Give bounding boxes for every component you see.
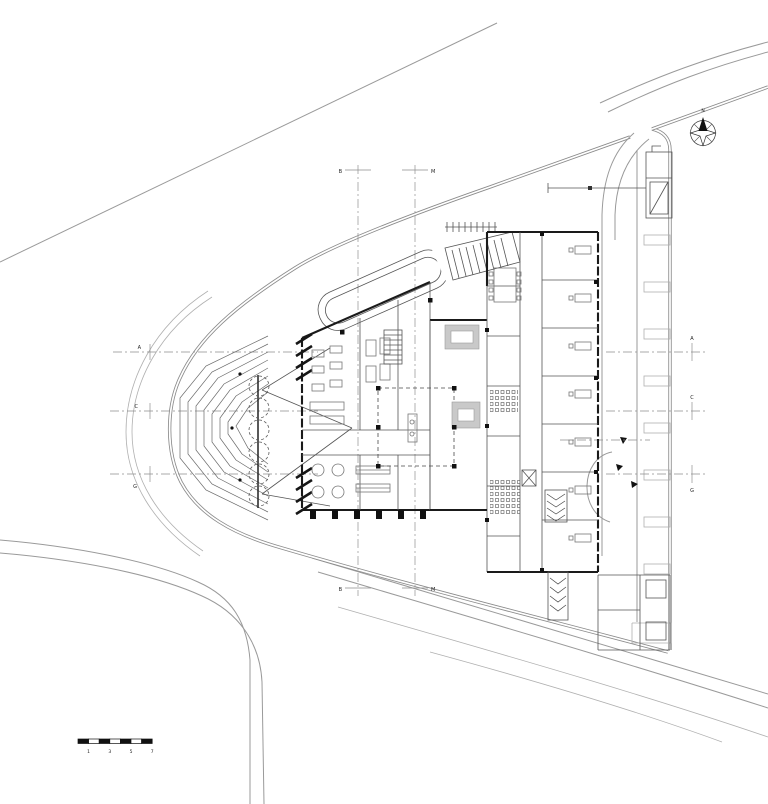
grid-label-C-right: C — [690, 395, 694, 401]
grid-label-A-left: A — [138, 345, 142, 351]
conference-table — [493, 267, 517, 303]
west-office-wing — [295, 281, 431, 519]
scale-tick-3: 3 — [108, 749, 111, 755]
street-curb-southwest-inner — [0, 552, 265, 804]
street-network — [0, 22, 768, 804]
grid-label-B-top: B — [339, 169, 343, 175]
street-curb-northeast-inner — [607, 51, 768, 113]
north-arrow-compass-icon: N — [689, 108, 717, 147]
grid-label-B-bottom: B — [339, 587, 343, 593]
sidewalk-arc-outer — [125, 290, 209, 557]
hall-columns — [340, 298, 457, 469]
driveway-curb-west — [601, 132, 635, 556]
annex-stair — [547, 571, 569, 621]
building — [295, 230, 671, 651]
north-label: N — [701, 108, 704, 114]
south-wall-columns — [310, 510, 426, 519]
street-curb-northeast-outer — [599, 41, 768, 104]
grid-label-C-left: C — [135, 404, 139, 410]
west-wing-tables — [311, 463, 391, 499]
street-curb-southwest-outer — [0, 539, 251, 804]
central-hall — [340, 286, 488, 572]
grid-label-A-right: A — [690, 336, 694, 342]
guard-booth — [645, 145, 673, 219]
seminar-seat-rows — [490, 390, 518, 414]
east-rooms — [542, 245, 598, 543]
dropoff-ramp — [317, 238, 463, 331]
atrium-void-dashed — [377, 387, 455, 467]
west-wing-desks — [309, 337, 391, 425]
west-wing-stair — [383, 329, 403, 365]
street-edge-northwest — [0, 22, 498, 263]
parking-stalls — [631, 234, 672, 644]
driveway-and-parking — [547, 132, 672, 644]
traffic-direction-arrows — [616, 437, 638, 488]
southeast-annex — [547, 571, 671, 651]
driveway-curb-east — [614, 138, 650, 240]
east-ward-wing — [485, 230, 600, 574]
north-pointer — [698, 117, 708, 131]
skylights — [444, 324, 481, 429]
grid-label-M-top: M — [431, 169, 435, 175]
tree-row — [248, 375, 270, 507]
site-boundary — [167, 85, 768, 654]
turnaround-loop — [586, 451, 613, 523]
lecture-seat-rows — [490, 478, 520, 514]
terrace-railing — [445, 222, 497, 232]
west-rooms — [487, 267, 522, 537]
east-wing-stair — [544, 489, 568, 523]
scale-tick-5: 5 — [130, 749, 133, 755]
grid-label-G-left: G — [133, 484, 137, 490]
grid-label-M-bottom: M — [431, 587, 435, 593]
structural-grid: A C G A C G B M B M — [110, 165, 706, 596]
grid-label-G-right: G — [690, 488, 694, 494]
east-wing-columns — [485, 232, 598, 572]
scale-tick-1: 1 — [87, 749, 90, 755]
reception-desk — [407, 413, 418, 443]
scale-tick-7: 7 — [151, 749, 154, 755]
grid-axis-labels: A C G A C G B M B M — [133, 169, 694, 593]
boulevard-line-3 — [337, 606, 768, 738]
sidewalk-arc-inner — [131, 296, 213, 552]
west-wall-hatch — [295, 332, 313, 516]
boulevard-line-4 — [429, 651, 723, 743]
boulevard-line-2 — [317, 571, 768, 709]
scale-bar: 1 3 5 7 — [77, 738, 154, 755]
leader-node — [588, 186, 592, 190]
elevator — [521, 469, 537, 487]
boulevard-line-1 — [311, 557, 768, 695]
amphitheatre-steps — [179, 335, 353, 521]
